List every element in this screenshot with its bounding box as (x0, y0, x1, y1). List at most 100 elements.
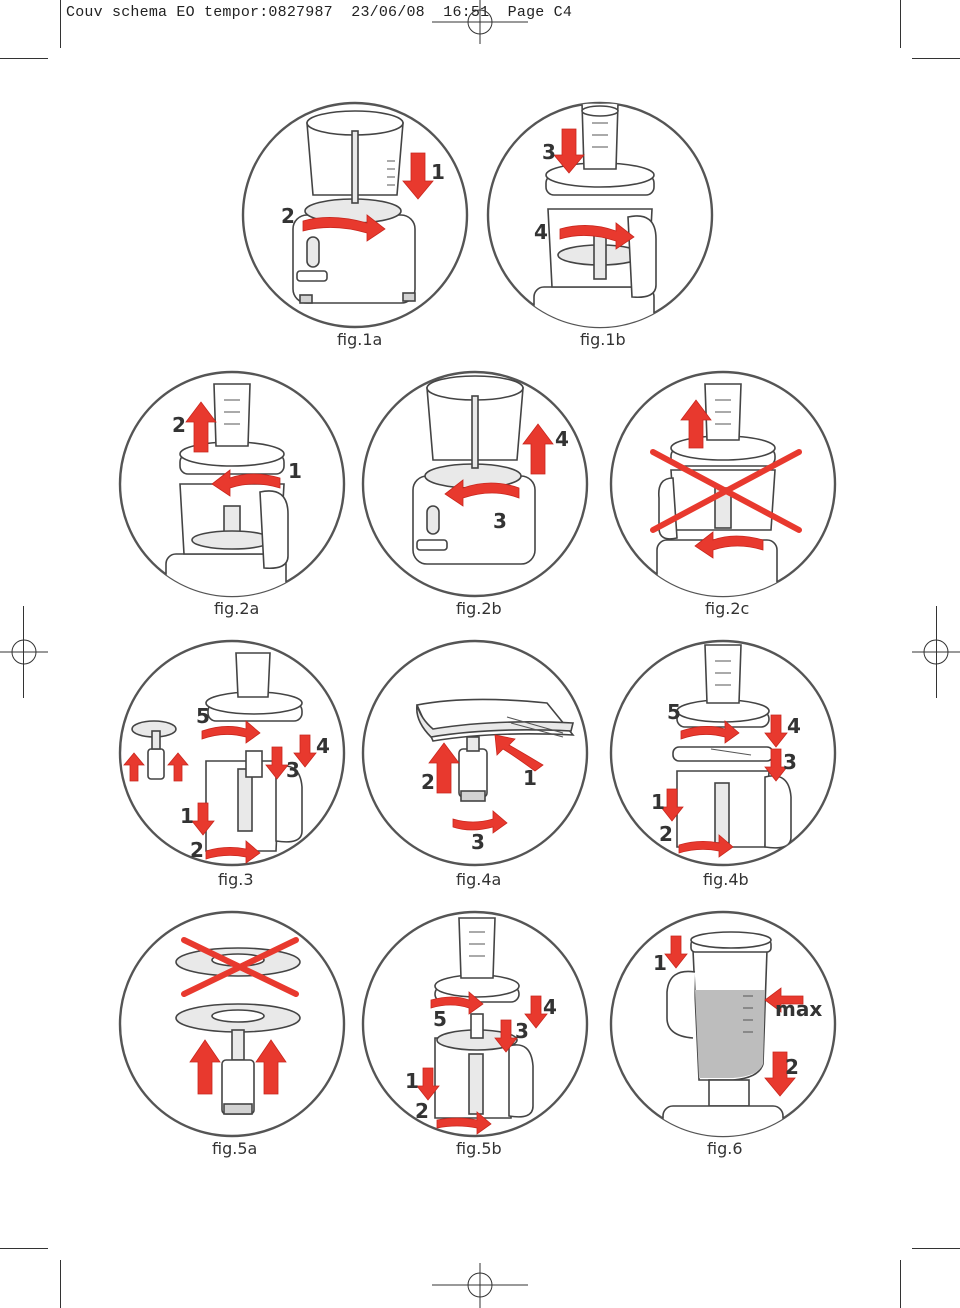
arrow-up-icon (428, 742, 460, 794)
arrow-left-icon (211, 469, 281, 497)
arrow-up-icon (185, 401, 217, 453)
step-number: 2 (785, 1055, 799, 1079)
crop-mark-top-left-h (0, 58, 48, 59)
arrow-right-icon (678, 834, 734, 858)
step-number: 5 (667, 700, 681, 724)
figure-2b: 4 3 (361, 370, 589, 598)
arrow-right-icon (205, 840, 261, 864)
arrow-right-icon (201, 720, 261, 744)
registration-target-right (912, 639, 960, 665)
step-number: 4 (787, 714, 801, 738)
arrow-right-icon (430, 991, 484, 1015)
step-number: 2 (190, 838, 204, 862)
crop-mark-top-right-h (912, 58, 960, 59)
arrow-up-icon (255, 1039, 287, 1095)
step-number: 3 (783, 750, 797, 774)
arrow-right-icon (559, 222, 635, 250)
arrow-down-icon (664, 935, 688, 969)
arrow-down-icon (764, 714, 788, 748)
arrow-down-icon (191, 802, 215, 836)
caption-fig3: fig.3 (218, 870, 254, 889)
step-number: 1 (651, 790, 665, 814)
figure-5b: 4 5 3 1 2 (361, 910, 589, 1138)
figure-1b: 3 4 (486, 101, 714, 329)
arrow-up-icon (167, 752, 189, 782)
step-number: 2 (421, 770, 435, 794)
step-number: 1 (653, 951, 667, 975)
step-number: 2 (415, 1099, 429, 1123)
arrow-down-icon (402, 152, 434, 200)
caption-fig1b: fig.1b (580, 330, 626, 349)
caption-fig4a: fig.4a (456, 870, 501, 889)
step-number: 3 (286, 758, 300, 782)
arrow-down-icon (660, 788, 684, 822)
arrow-up-icon (522, 423, 554, 475)
step-number: 5 (433, 1007, 447, 1031)
page-header: Couv schema EO tempor:0827987 23/06/08 1… (66, 4, 573, 21)
caption-fig4b: fig.4b (703, 870, 749, 889)
arrow-up-icon (680, 399, 712, 449)
step-number: 3 (493, 509, 507, 533)
step-number: 3 (471, 830, 485, 854)
arrow-right-icon (302, 214, 386, 242)
arrow-left-icon (694, 531, 764, 559)
arrow-down-icon (416, 1067, 440, 1101)
step-number: 4 (543, 995, 557, 1019)
arrow-right-icon (452, 810, 508, 834)
crop-mark-top-left-v (60, 0, 61, 48)
step-number: 2 (659, 822, 673, 846)
arrow-right-icon (680, 720, 740, 744)
step-number: 2 (281, 204, 295, 228)
step-number: 1 (523, 766, 537, 790)
caption-fig5a: fig.5a (212, 1139, 257, 1158)
step-number: 1 (288, 459, 302, 483)
arrow-left-icon (444, 479, 520, 507)
arrow-right-icon (436, 1111, 492, 1135)
arrow-up-icon (123, 752, 145, 782)
arrow-down-icon (764, 748, 788, 782)
step-number: 3 (515, 1019, 529, 1043)
step-number: 3 (542, 140, 556, 164)
arrow-down-icon (524, 995, 548, 1029)
arrow-down-icon (494, 1019, 518, 1053)
caption-fig5b: fig.5b (456, 1139, 502, 1158)
crop-mark-bottom-right-h (912, 1248, 960, 1249)
caption-fig2b: fig.2b (456, 599, 502, 618)
arrow-down-icon (265, 746, 289, 780)
crop-mark-bottom-right-v (900, 1260, 901, 1308)
step-number: 4 (555, 427, 569, 451)
registration-target-left (0, 639, 48, 665)
crop-mark-top-right-v (900, 0, 901, 48)
caption-fig1a: fig.1a (337, 330, 382, 349)
arrow-left-icon (764, 987, 804, 1013)
arrow-down-icon (553, 128, 585, 174)
step-number: 4 (534, 220, 548, 244)
arrow-up-icon (189, 1039, 221, 1095)
step-number: 2 (172, 413, 186, 437)
step-number: 1 (431, 160, 445, 184)
arrow-left-icon (494, 734, 544, 772)
registration-target-top (432, 0, 528, 44)
arrow-down-icon (293, 734, 317, 768)
figure-1a: 1 2 (241, 101, 469, 329)
crop-mark-bottom-left-h (0, 1248, 48, 1249)
registration-target-bottom (432, 1263, 528, 1308)
step-number: 4 (316, 734, 330, 758)
figure-3: 5 4 3 1 2 (118, 639, 346, 867)
figure-2c (609, 370, 837, 598)
figure-6: 1 max 2 (609, 910, 837, 1138)
caption-fig6: fig.6 (707, 1139, 743, 1158)
crop-mark-bottom-left-v (60, 1260, 61, 1308)
max-label: max (775, 997, 822, 1021)
figure-4b: 5 4 3 1 2 (609, 639, 837, 867)
step-number: 5 (196, 704, 210, 728)
cross-icon (181, 937, 299, 997)
cross-icon (650, 449, 802, 533)
step-number: 1 (180, 804, 194, 828)
arrow-down-icon (764, 1051, 796, 1097)
step-number: 1 (405, 1069, 419, 1093)
figure-4a: 2 1 3 (361, 639, 589, 867)
caption-fig2a: fig.2a (214, 599, 259, 618)
figure-5a (118, 910, 346, 1138)
figure-2a: 2 1 (118, 370, 346, 598)
